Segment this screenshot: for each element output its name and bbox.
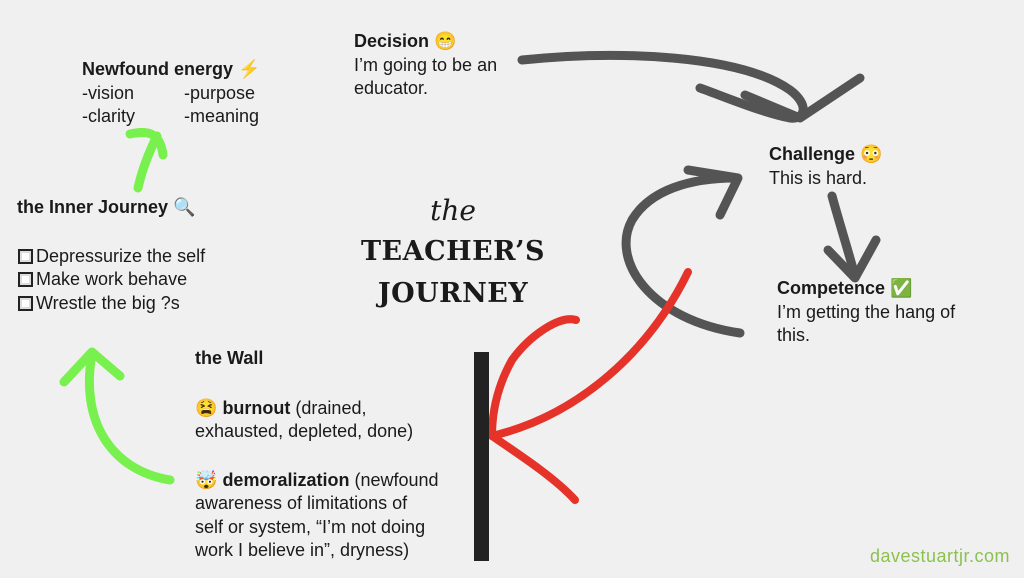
competence-arrowhead xyxy=(823,235,881,283)
competence-to-challenge-arrow xyxy=(621,173,745,338)
checkbox[interactable] xyxy=(18,272,33,287)
challenge-arrowhead xyxy=(683,165,743,220)
burnout-term: burnout xyxy=(222,397,291,418)
inner-journey-heading: the Inner Journey xyxy=(17,197,169,217)
decision-to-challenge-arrow xyxy=(517,50,808,123)
inner-arrowhead xyxy=(59,347,125,387)
tired-face-icon: 😫 xyxy=(195,397,218,418)
energy-item: -meaning xyxy=(184,106,260,126)
decision-arrowhead xyxy=(740,73,865,123)
title-the: the xyxy=(430,194,476,227)
inner-to-energy-arrow xyxy=(133,131,162,193)
newfound-energy-heading: Newfound energy xyxy=(82,59,234,79)
energy-item: -clarity xyxy=(82,106,135,126)
red-scribble xyxy=(488,315,580,440)
demoralization-text: self or system, “I’m not doing xyxy=(195,516,426,537)
decision-text: educator. xyxy=(354,78,429,98)
red-arrow-to-wall xyxy=(488,268,692,440)
inner-journey-block: the Inner Journey 🔍 Depressurize the sel… xyxy=(17,196,205,315)
energy-arrowhead xyxy=(125,128,168,160)
grin-icon: 😁 xyxy=(434,31,457,51)
demoralization-text: work I believe in”, dryness) xyxy=(195,540,410,560)
check-mark-icon: ✅ xyxy=(890,278,913,298)
demoralization-term: demoralization xyxy=(222,469,350,490)
wall-to-inner-arrow xyxy=(84,349,175,485)
challenge-text: This is hard. xyxy=(769,167,868,188)
lightning-icon: ⚡ xyxy=(238,59,261,79)
wall-block: the Wall 😫 burnout (drained, exhausted, … xyxy=(195,347,439,563)
burnout-text: (drained, xyxy=(290,397,367,418)
inner-item: Make work behave xyxy=(36,269,188,289)
checkbox[interactable] xyxy=(18,295,33,311)
wall-heading: the Wall xyxy=(195,348,264,368)
wall-bar xyxy=(474,352,489,561)
inner-item: Wrestle the big ?s xyxy=(36,292,180,313)
challenge-heading: Challenge xyxy=(769,144,856,164)
demoralization-text: (newfound xyxy=(349,469,439,490)
competence-text: this. xyxy=(777,325,811,345)
watermark: davestuartjr.com xyxy=(870,546,1011,566)
challenge-block: Challenge 😳 This is hard. xyxy=(769,143,882,190)
energy-item: -purpose xyxy=(184,82,256,103)
energy-item: -vision xyxy=(82,82,135,103)
demoralization-text: awareness of limitations of xyxy=(195,493,408,513)
title-journey: JOURNEY xyxy=(377,278,529,309)
newfound-energy-block: Newfound energy ⚡ -vision -purpose -clari… xyxy=(82,58,286,129)
flushed-face-icon: 😳 xyxy=(860,144,883,164)
magnifier-icon: 🔍 xyxy=(173,197,196,217)
burnout-text: exhausted, depleted, done) xyxy=(195,421,414,441)
competence-heading: Competence xyxy=(777,278,886,298)
title-teachers: TEACHER’S xyxy=(360,236,546,267)
inner-item: Depressurize the self xyxy=(36,245,206,266)
checkbox[interactable] xyxy=(18,248,33,264)
decision-text: I’m going to be an xyxy=(354,54,498,75)
competence-block: Competence ✅ I’m getting the hang of thi… xyxy=(777,277,955,348)
challenge-to-competence-arrow xyxy=(827,191,860,281)
decision-heading: Decision xyxy=(354,31,430,51)
red-arrowhead xyxy=(488,432,579,504)
decision-block: Decision 😁 I’m going to be an educator. xyxy=(354,30,497,101)
exploding-head-icon: 🤯 xyxy=(195,469,218,490)
competence-text: I’m getting the hang of xyxy=(777,301,956,322)
